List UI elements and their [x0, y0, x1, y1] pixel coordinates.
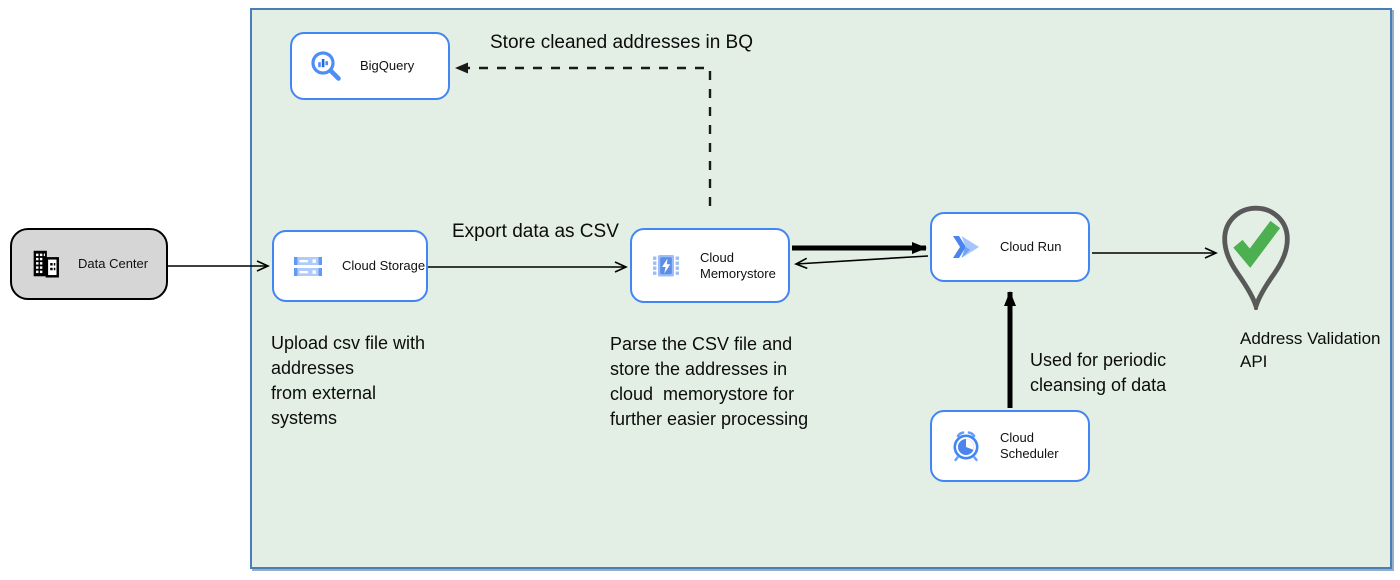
memorystore-chip-icon	[653, 254, 679, 276]
node-label: BigQuery	[360, 58, 415, 73]
bigquery-icon	[311, 51, 341, 81]
cloud-run-icon	[953, 236, 979, 258]
edge-label-periodic-cleansing: Used for periodic cleansing of data	[1030, 350, 1167, 395]
edge-label-export-csv: Export data as CSV	[452, 221, 619, 242]
building-icon	[33, 250, 59, 278]
node-cloud-memorystore[interactable]: Cloud Memorystore	[630, 228, 790, 303]
scheduler-clock-icon	[953, 431, 979, 462]
node-label: Cloud Run	[1000, 239, 1062, 254]
location-pin-icon	[1222, 205, 1290, 316]
node-cloud-scheduler[interactable]: Cloud Scheduler	[930, 410, 1090, 482]
node-data-center[interactable]: Data Center	[10, 228, 168, 300]
node-label: Cloud Memorystore	[700, 249, 776, 281]
cloud-storage-icon	[294, 257, 322, 276]
node-bigquery[interactable]: BigQuery	[290, 32, 450, 100]
annotation-parse-csv: Parse the CSV file and store the address…	[610, 334, 809, 429]
node-label: Cloud Scheduler	[1000, 430, 1059, 461]
cloud-boundary-box	[250, 8, 1392, 569]
address-validation-pin[interactable]	[1217, 204, 1295, 316]
edge-label-store-in-bq: Store cleaned addresses in BQ	[490, 32, 753, 53]
annotation-upload-csv: Upload csv file with addresses from exte…	[271, 333, 426, 428]
checkmark-icon	[1233, 220, 1281, 268]
node-cloud-run[interactable]: Cloud Run	[930, 212, 1090, 282]
node-label: Data Center	[78, 256, 149, 271]
node-cloud-storage[interactable]: Cloud Storage	[272, 230, 428, 302]
node-label: Cloud Storage	[342, 258, 426, 273]
label-address-validation-api: Address Validation API	[1240, 329, 1381, 371]
